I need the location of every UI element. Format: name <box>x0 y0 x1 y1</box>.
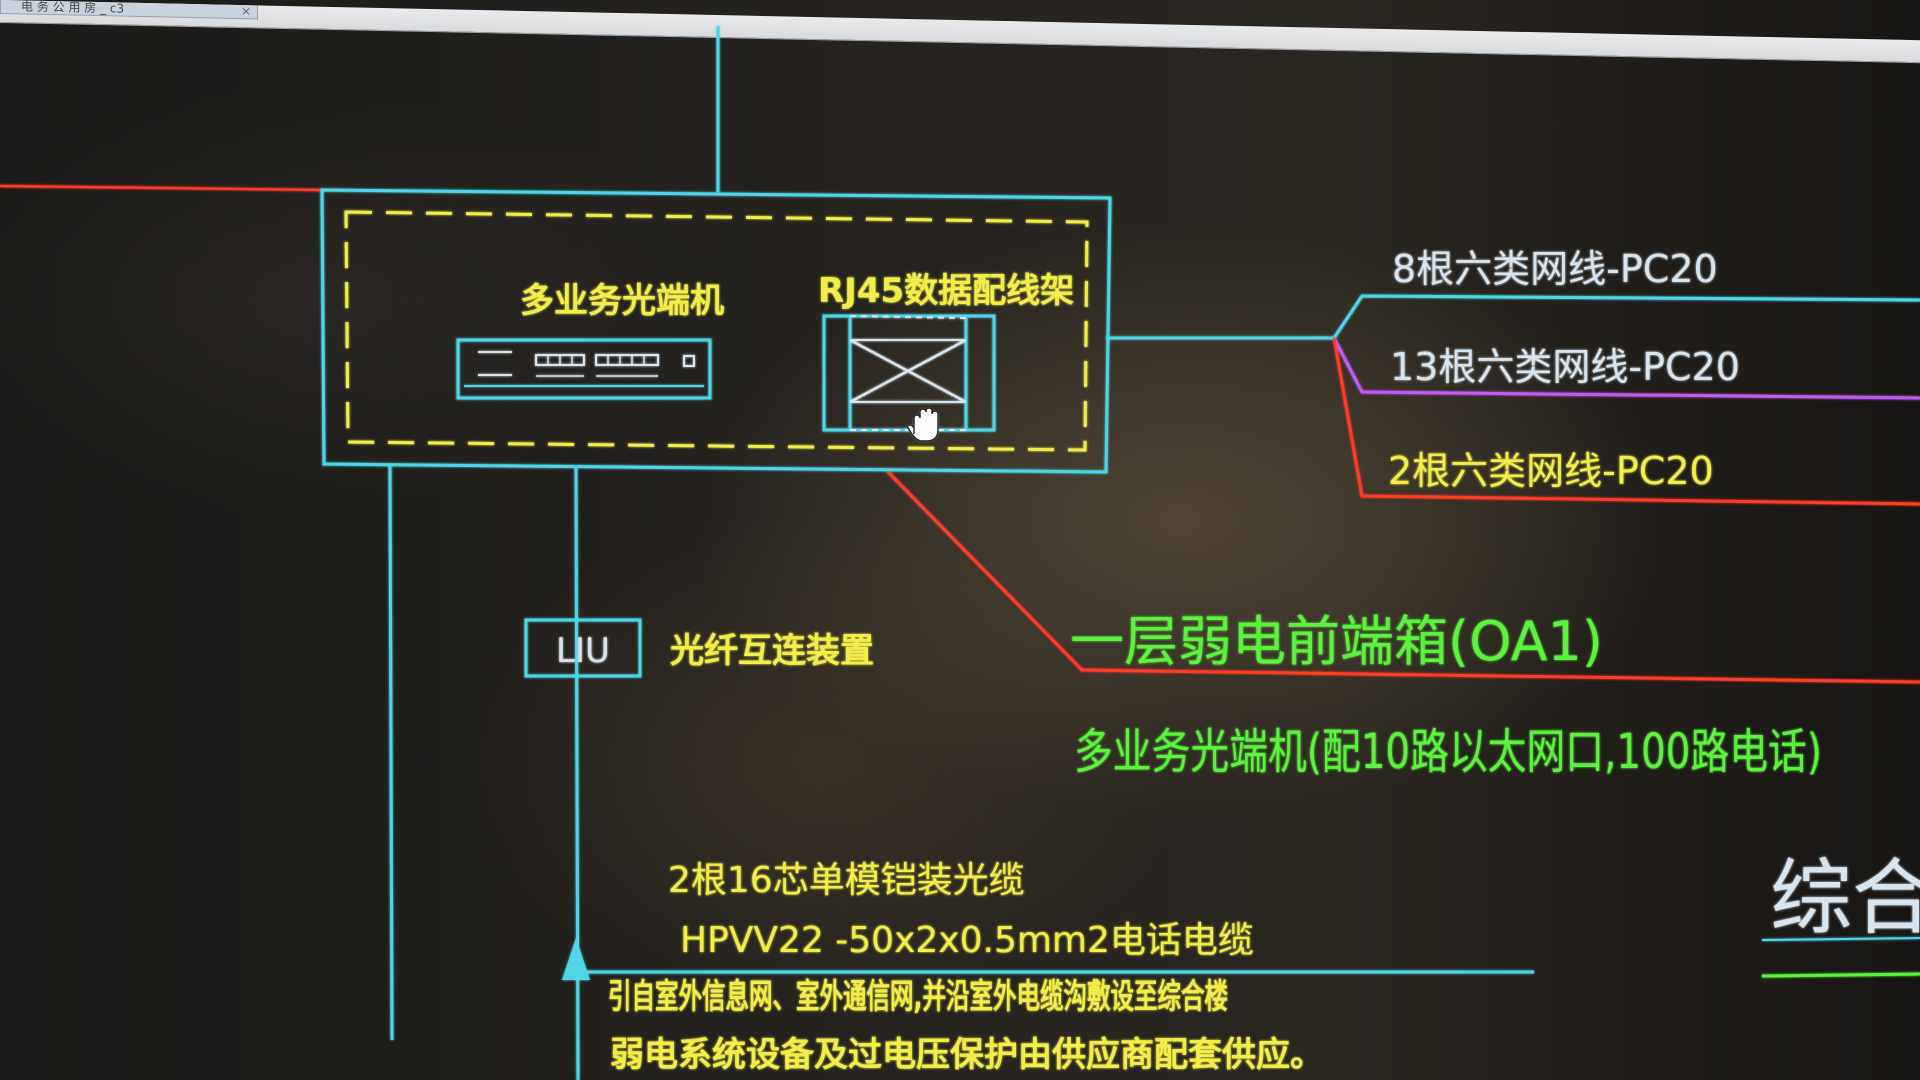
fiber-riser-line <box>574 465 580 1080</box>
cabinet-dashed-frame <box>344 210 1089 452</box>
patch-panel-label: RJ45数据配线架 <box>818 271 1074 311</box>
cable-label-3: 2根六类网线-PC20 <box>1388 449 1714 493</box>
cable-branch-1 <box>1332 294 1920 339</box>
liu-box-label: LIU <box>556 631 610 671</box>
optical-terminal-label: 多业务光端机 <box>520 281 724 321</box>
optical-terminal-device <box>456 338 712 400</box>
patch-panel-device <box>822 314 996 432</box>
front-box-leader <box>886 470 1920 684</box>
title-underline <box>1761 937 1920 941</box>
corner-title: 综合楼 <box>1770 851 1920 946</box>
cable-label-2: 13根六类网线-PC20 <box>1390 345 1740 389</box>
cabinet-outline <box>320 188 1112 474</box>
hand-cursor-icon <box>907 407 939 442</box>
front-box-title: 一层弱电前端箱(OA1) <box>1070 610 1603 673</box>
cable-label-1: 8根六类网线-PC20 <box>1392 247 1718 291</box>
cable-branch-2 <box>1332 337 1920 400</box>
title-underline-green <box>1761 972 1920 978</box>
incoming-fiber-label: 2根16芯单模铠装光缆 <box>668 860 1025 901</box>
left-riser-line <box>388 465 394 1041</box>
incoming-note-2: 弱电系统设备及过电压保护由供应商配套供应。 <box>610 1035 1324 1075</box>
incoming-note-1: 引自室外信息网、室外通信网,并沿室外电缆沟敷设至综合楼 <box>608 977 1228 1017</box>
incoming-phone-cable-label: HPVV22 -50x2x0.5mm2电话电缆 <box>680 920 1254 961</box>
incoming-arrow-icon <box>562 938 590 980</box>
cable-branch-3 <box>1332 337 1920 506</box>
liu-desc: 光纤互连装置 <box>670 631 874 671</box>
front-box-desc: 多业务光端机(配10路以太网口,100路电话) <box>1074 724 1822 780</box>
liu-box <box>524 618 642 678</box>
red-feed-line <box>0 184 323 192</box>
